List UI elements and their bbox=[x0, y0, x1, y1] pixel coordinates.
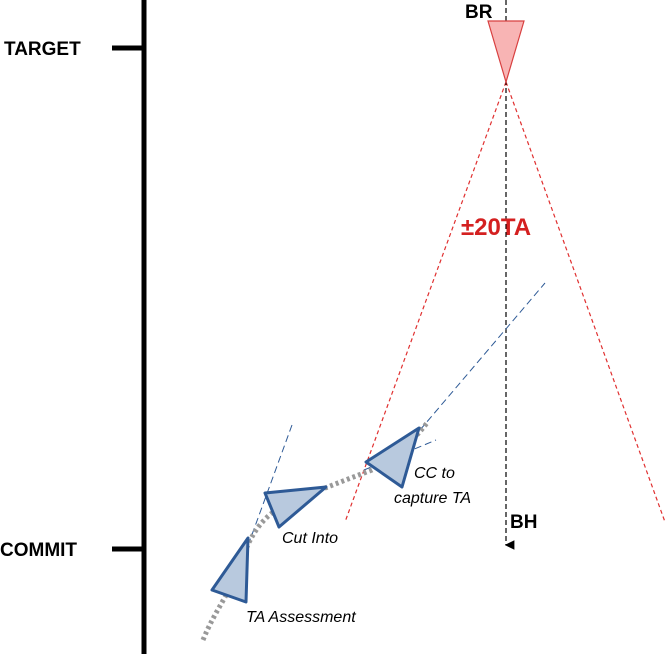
cc-to-label: CC to bbox=[414, 465, 455, 482]
angle-label: ±20TA bbox=[461, 214, 531, 241]
aircraft-triangle-icon bbox=[210, 536, 250, 604]
cone-left-edge bbox=[344, 81, 507, 523]
heading-ref-line-3 bbox=[419, 282, 546, 431]
ta-assessment-label: TA Assessment bbox=[246, 609, 356, 626]
cone-right-edge bbox=[505, 81, 666, 523]
cut-into-label: Cut Into bbox=[282, 530, 338, 547]
commit-label: COMMIT bbox=[0, 540, 77, 561]
heading-ref-line-1 bbox=[249, 424, 293, 541]
bandit-triangle-icon bbox=[487, 20, 525, 85]
aircraft-triangle-icon bbox=[364, 426, 421, 489]
capture-ta-label: capture TA bbox=[394, 490, 471, 507]
aircraft-triangle-icon bbox=[263, 485, 328, 529]
br-label: BR bbox=[465, 2, 493, 23]
bh-label: BH bbox=[510, 512, 537, 533]
target-label: TARGET bbox=[4, 39, 81, 60]
